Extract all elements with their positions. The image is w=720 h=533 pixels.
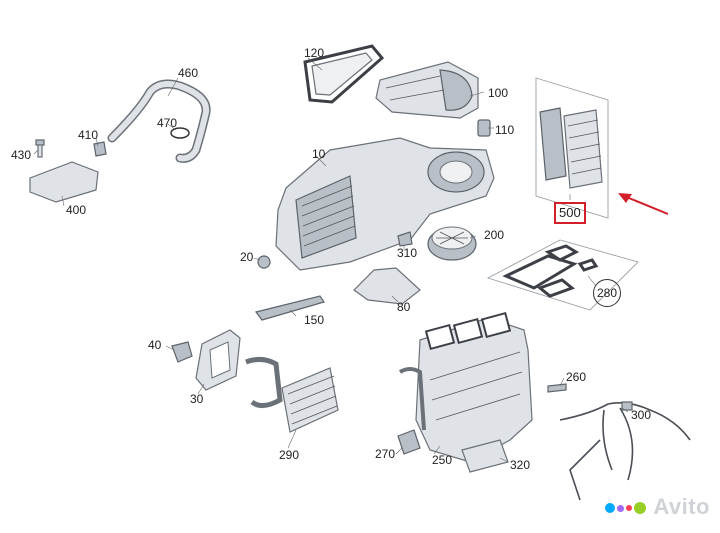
part-100-housing xyxy=(375,61,479,119)
label-part-320: 320 xyxy=(510,458,531,472)
label-part-470: 470 xyxy=(157,116,178,130)
part-430-screw xyxy=(35,139,45,158)
part-20-clip xyxy=(257,255,271,269)
part-40-sensor xyxy=(171,341,193,363)
label-part-310: 310 xyxy=(397,246,418,260)
part-290-heater-core xyxy=(245,356,339,433)
label-part-430: 430 xyxy=(11,148,32,162)
watermark-dot-icon xyxy=(633,502,646,515)
label-part-30: 30 xyxy=(190,392,204,406)
part-470-oring xyxy=(170,127,190,139)
label-part-150: 150 xyxy=(304,313,325,327)
label-part-400: 400 xyxy=(66,203,87,217)
label-part-250: 250 xyxy=(432,453,453,467)
watermark-dot-icon xyxy=(616,504,624,512)
label-part-20: 20 xyxy=(240,250,254,264)
part-10-housing xyxy=(275,137,495,271)
label-part-80: 80 xyxy=(397,300,411,314)
label-part-280: 280 xyxy=(593,279,621,307)
part-270-actuator xyxy=(397,429,421,455)
label-part-500-highlighted: 500 xyxy=(554,202,586,224)
label-part-40: 40 xyxy=(148,338,162,352)
label-part-270: 270 xyxy=(375,447,396,461)
part-80-cover xyxy=(353,267,421,305)
part-280-gaskets xyxy=(486,239,639,311)
part-410-clip xyxy=(93,141,107,157)
part-120-gasket xyxy=(303,44,385,104)
part-300-harness xyxy=(559,402,691,501)
label-part-110: 110 xyxy=(495,123,515,137)
avito-watermark: Avito xyxy=(604,494,710,520)
part-310-connector xyxy=(397,231,413,247)
harness-connector xyxy=(621,401,633,411)
label-part-460: 460 xyxy=(178,66,199,80)
label-part-300: 300 xyxy=(631,408,652,422)
highlight-arrow xyxy=(618,193,669,215)
label-part-100: 100 xyxy=(488,86,509,100)
part-150-bracket xyxy=(254,295,325,321)
label-part-260: 260 xyxy=(566,370,587,384)
label-part-200: 200 xyxy=(484,228,505,242)
part-260-screw xyxy=(547,383,567,393)
label-part-410: 410 xyxy=(78,128,99,142)
watermark-dot-icon xyxy=(604,503,615,514)
part-400-module xyxy=(29,161,99,203)
part-200-blower xyxy=(427,226,477,261)
label-part-10: 10 xyxy=(312,147,326,161)
part-250-assembly xyxy=(398,311,533,463)
watermark-text: Avito xyxy=(653,494,710,519)
part-500-filters xyxy=(535,77,609,219)
label-part-290: 290 xyxy=(279,448,300,462)
label-part-120: 120 xyxy=(304,46,325,60)
watermark-dot-icon xyxy=(625,505,632,512)
part-30-frame xyxy=(195,329,241,391)
